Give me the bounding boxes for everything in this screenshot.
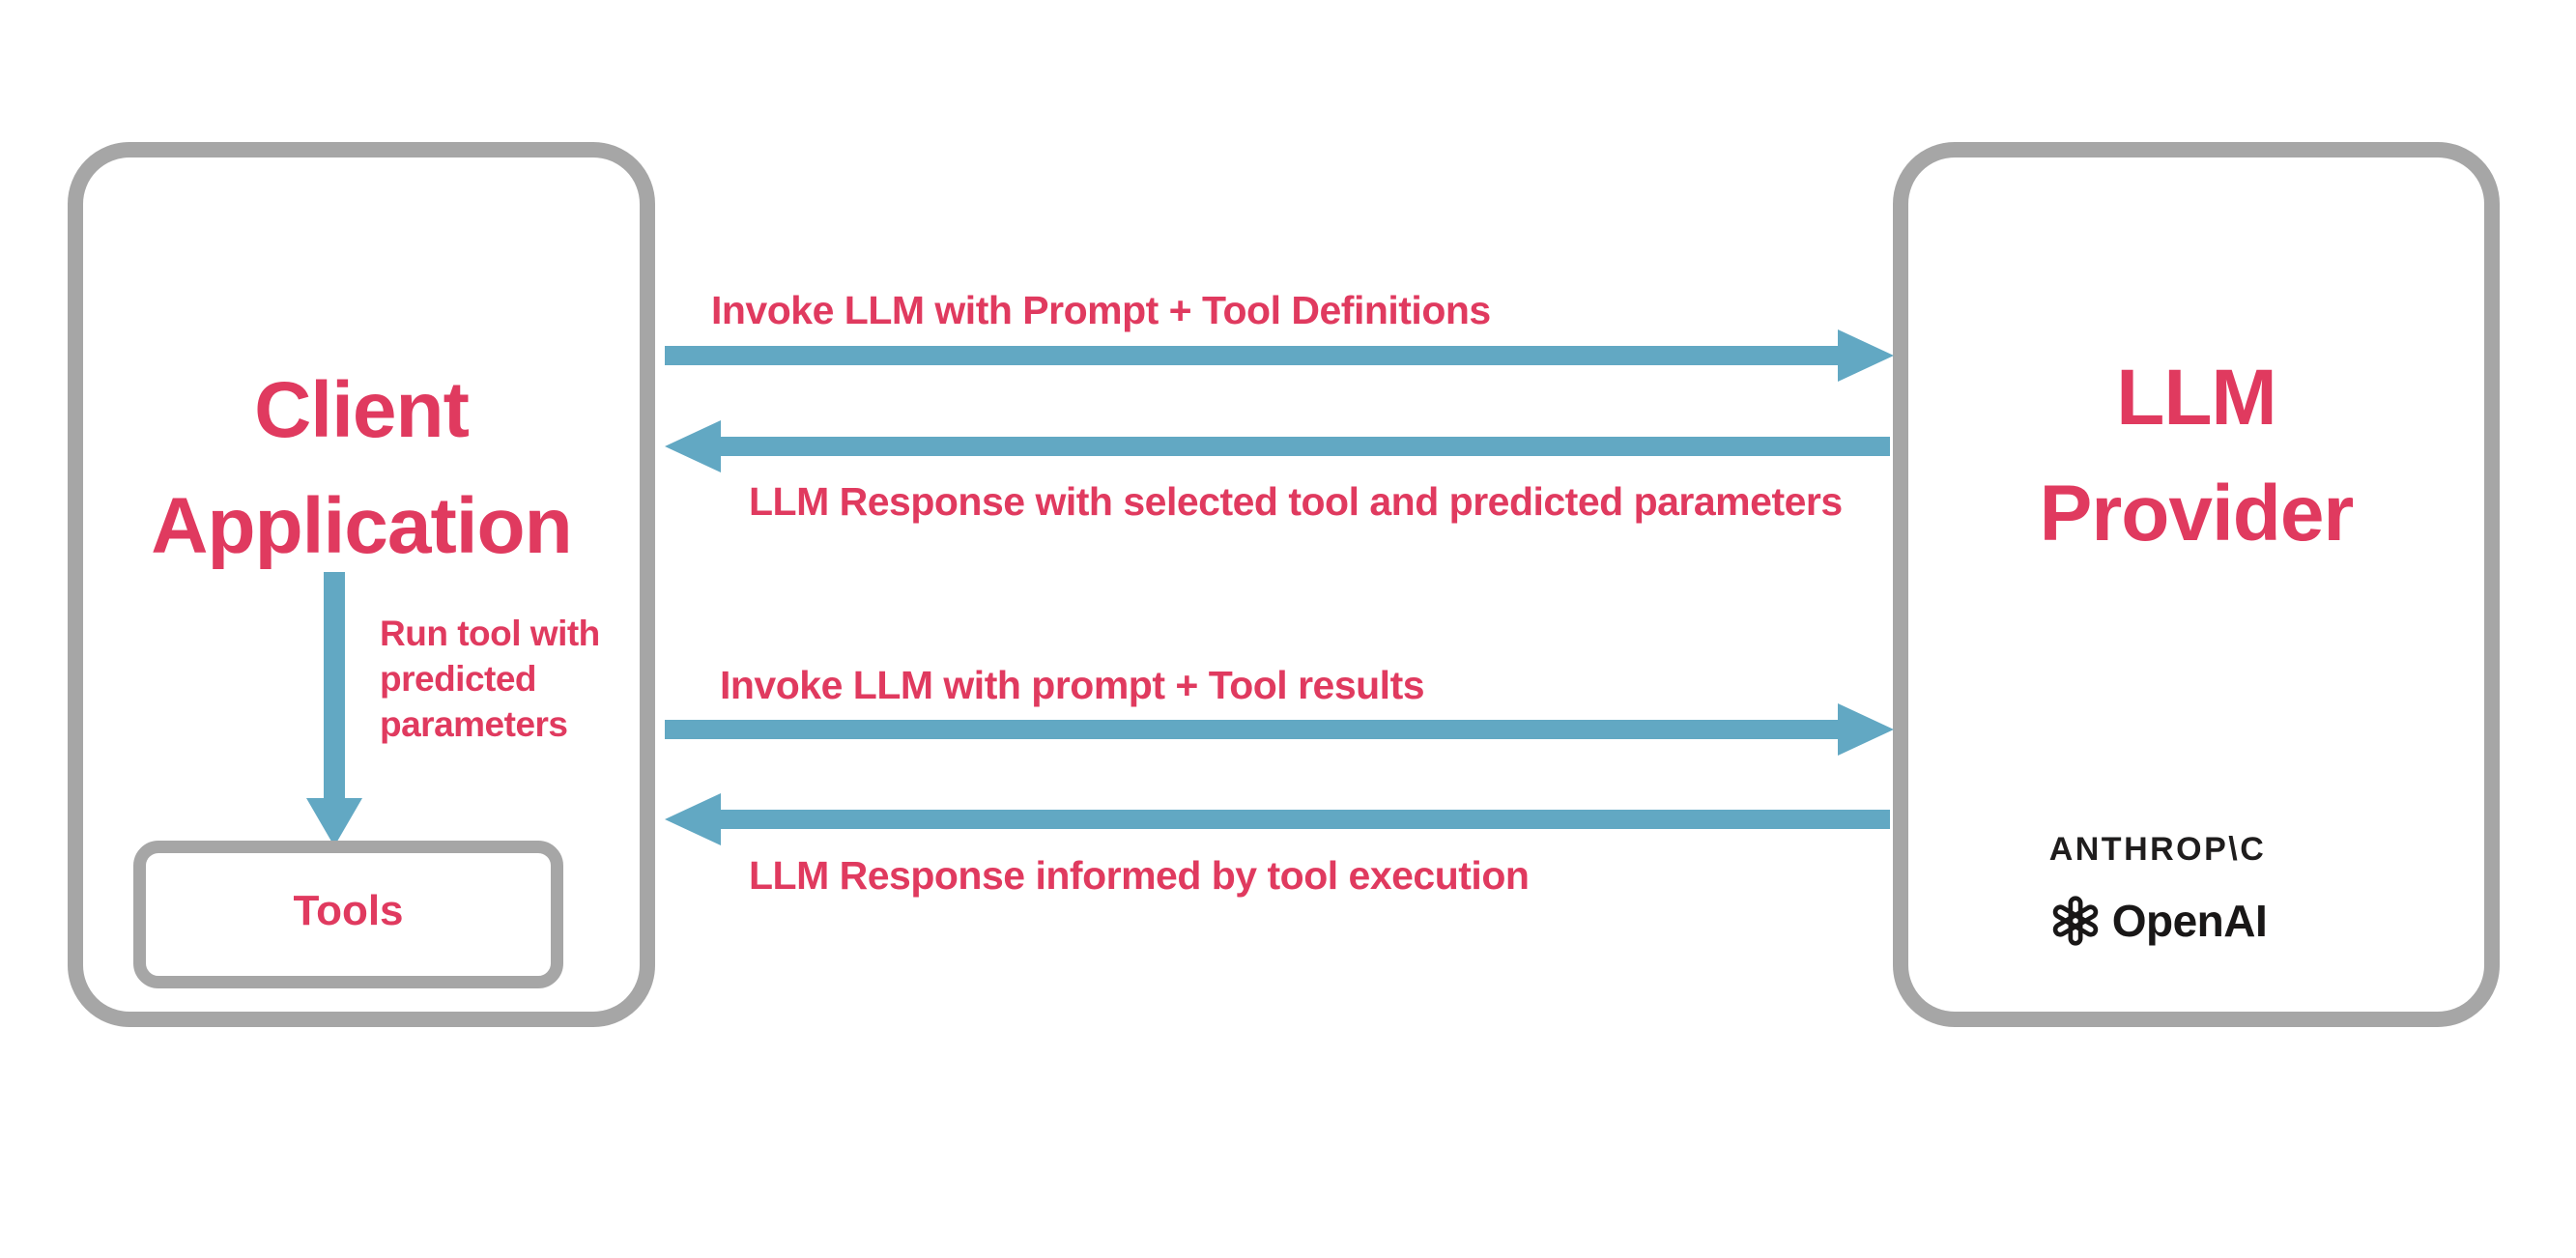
- arrow-invoke-llm-tool-results: [665, 703, 1894, 756]
- openai-logo-row: OpenAI: [2048, 894, 2268, 948]
- arrow-llm-response-tool-execution: [665, 793, 1894, 845]
- run-tool-note-line1: Run tool with: [380, 614, 600, 653]
- arrow-head-left-icon: [665, 420, 721, 472]
- flow-label-response-selected-tool: LLM Response with selected tool and pred…: [749, 479, 1843, 524]
- arrow-shaft: [665, 720, 1846, 739]
- client-title-line1: Client: [254, 366, 470, 454]
- arrow-invoke-llm-definitions: [665, 329, 1894, 382]
- client-title-line2: Application: [151, 482, 572, 570]
- arrow-down-to-tools-shaft: [324, 572, 345, 800]
- flow-label-invoke-tool-results: Invoke LLM with prompt + Tool results: [720, 663, 1425, 707]
- tools-box: Tools: [133, 841, 563, 988]
- llm-provider-box: [1893, 142, 2500, 1027]
- provider-logos: ANTHROP\C OpenAI: [1893, 831, 2422, 948]
- client-application-title: Client Application: [68, 353, 655, 585]
- arrow-down-to-tools-head: [306, 798, 362, 846]
- openai-logo-icon: [2052, 896, 2098, 946]
- arrow-shaft: [713, 810, 1890, 829]
- arrow-head-right-icon: [1838, 329, 1894, 382]
- run-tool-note: Run tool with predicted parameters: [380, 611, 600, 747]
- arrow-head-right-icon: [1838, 703, 1894, 756]
- run-tool-note-line2: predicted: [380, 659, 537, 699]
- anthropic-wordmark: ANTHROP\C: [2048, 831, 2267, 868]
- arrow-head-left-icon: [665, 793, 721, 845]
- llm-title-line1: LLM: [2116, 354, 2276, 442]
- openai-wordmark: OpenAI: [2111, 896, 2268, 946]
- arrow-llm-response-selected-tool: [665, 420, 1894, 472]
- arrow-shaft: [713, 437, 1890, 456]
- run-tool-note-line3: parameters: [380, 704, 568, 744]
- llm-title-line2: Provider: [2039, 470, 2355, 558]
- flow-label-invoke-definitions: Invoke LLM with Prompt + Tool Definition…: [711, 288, 1491, 332]
- llm-provider-title: LLM Provider: [1893, 340, 2500, 572]
- tools-label: Tools: [293, 886, 404, 934]
- arrow-shaft: [665, 346, 1846, 365]
- flow-label-response-tool-execution: LLM Response informed by tool execution: [749, 853, 1530, 898]
